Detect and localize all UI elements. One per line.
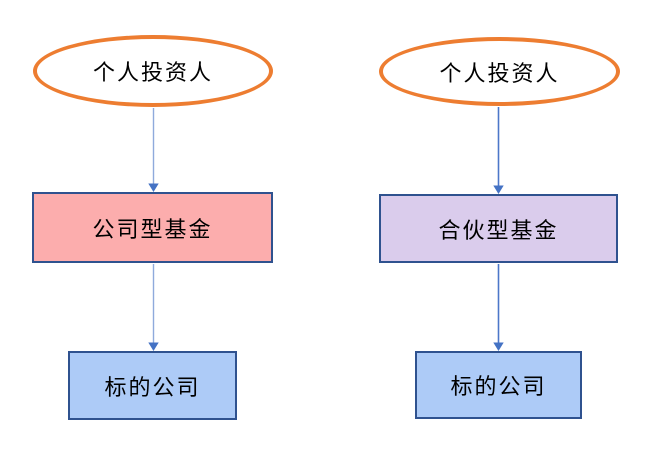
investor-label-right: 个人投资人 <box>439 61 560 87</box>
investor-label-left: 个人投资人 <box>92 61 213 86</box>
arrow-investor-to-partnership-fund <box>493 107 504 194</box>
arrow-head-icon <box>493 185 504 194</box>
target-company-label-left: 标的公司 <box>104 375 201 401</box>
arrow-partnership-fund-to-target <box>493 264 504 351</box>
target-company-box-left: 标的公司 <box>68 351 237 420</box>
arrow-head-icon <box>493 342 504 351</box>
arrow-head-icon <box>148 342 159 351</box>
partnership-fund-box: 合伙型基金 <box>379 194 618 263</box>
target-company-box-right: 标的公司 <box>415 351 582 419</box>
corporate-fund-box: 公司型基金 <box>32 192 273 263</box>
partnership-fund-label: 合伙型基金 <box>438 218 559 244</box>
target-company-label-right: 标的公司 <box>450 375 547 400</box>
arrow-head-icon <box>148 183 159 192</box>
arrow-investor-to-corporate-fund <box>148 108 159 192</box>
investor-ellipse-left: 个人投资人 <box>33 35 273 107</box>
arrow-corporate-fund-to-target <box>148 264 159 351</box>
investor-ellipse-right: 个人投资人 <box>379 37 620 106</box>
corporate-fund-label: 公司型基金 <box>92 217 213 243</box>
